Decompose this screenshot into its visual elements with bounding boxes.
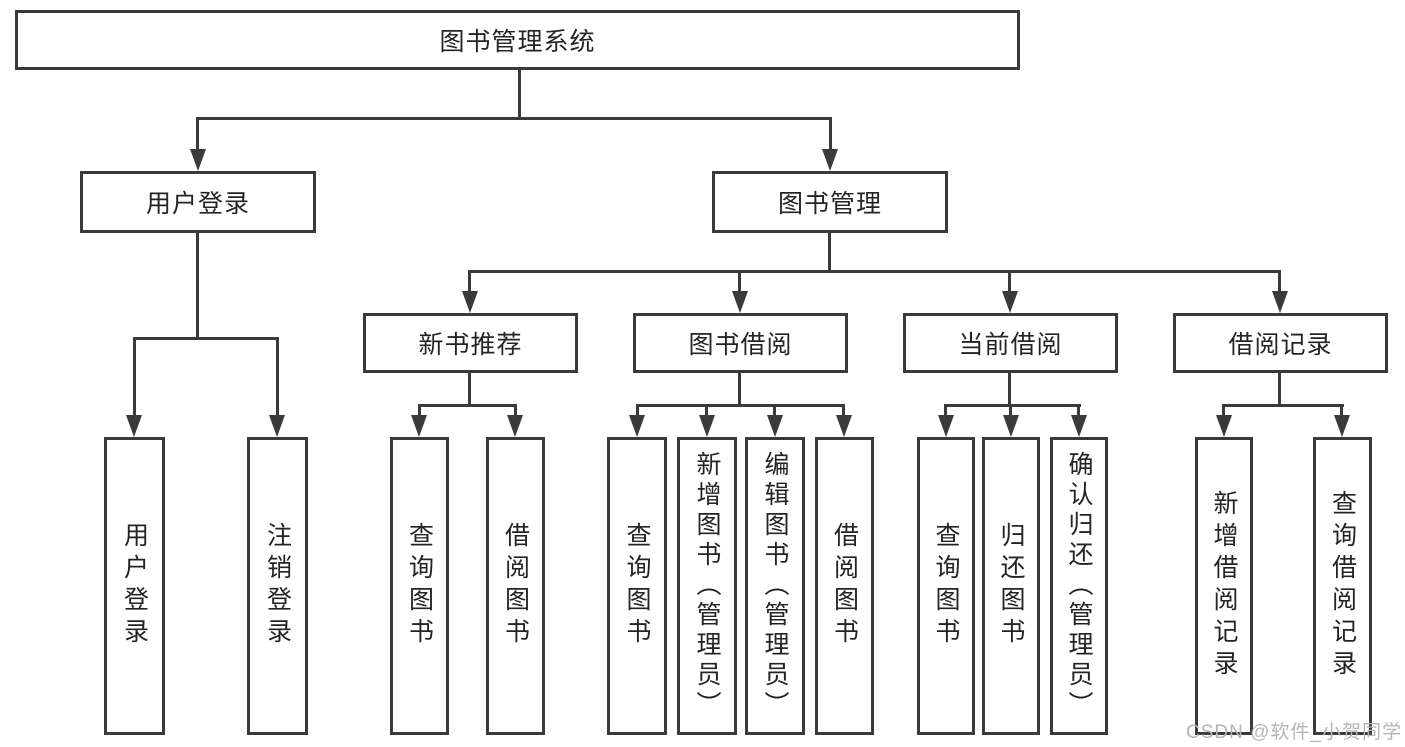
connector-line (133, 337, 136, 421)
leaf-logout-login: 注销登录 (247, 437, 308, 735)
node-new-book-recommendation: 新书推荐 (363, 313, 578, 373)
arrow-down-icon (1216, 415, 1232, 437)
leaf-query-books-borrow: 查询图书 (607, 437, 667, 735)
connector-line (829, 117, 832, 155)
connector-line (1278, 373, 1281, 407)
arrow-down-icon (836, 415, 852, 437)
connector-line (418, 404, 517, 407)
connector-line (196, 117, 832, 120)
arrow-down-icon (629, 415, 645, 437)
node-borrowing-records: 借阅记录 (1173, 313, 1388, 373)
watermark-text: CSDN @软件_小贺同学 (1186, 722, 1402, 743)
connector-line (1008, 270, 1011, 297)
connector-line (514, 404, 517, 421)
connector-line (945, 404, 1081, 407)
arrow-down-icon (1003, 415, 1019, 437)
node-user-login: 用户登录 (80, 171, 316, 233)
leaf-user-login: 用户登录 (104, 437, 165, 735)
arrow-down-icon (507, 415, 523, 437)
arrow-down-icon (269, 415, 285, 437)
arrow-down-icon (411, 415, 427, 437)
connector-line (636, 404, 639, 421)
leaf-query-books-current: 查询图书 (917, 437, 975, 735)
connector-line (468, 270, 1281, 273)
node-book-management: 图书管理 (712, 171, 948, 233)
connector-line (828, 233, 831, 273)
leaf-query-borrow-record: 查询借阅记录 (1313, 437, 1372, 735)
connector-line (636, 404, 845, 407)
connector-line (1223, 404, 1344, 407)
connector-line (1340, 404, 1343, 421)
arrow-down-icon (938, 415, 954, 437)
arrow-down-icon (1002, 291, 1018, 313)
connector-line (705, 404, 708, 421)
node-root: 图书管理系统 (15, 10, 1020, 70)
node-current-borrowing: 当前借阅 (903, 313, 1118, 373)
connector-line (738, 270, 741, 297)
connector-line (468, 373, 471, 407)
connector-line (1278, 270, 1281, 297)
connector-line (468, 270, 471, 297)
connector-line (518, 70, 521, 120)
leaf-add-borrow-record: 新增借阅记录 (1195, 437, 1253, 735)
connector-line (1008, 373, 1011, 407)
connector-line (133, 337, 279, 340)
arrow-down-icon (767, 415, 783, 437)
connector-line (1222, 404, 1225, 421)
connector-line (944, 404, 947, 421)
connector-line (1077, 404, 1080, 421)
arrow-down-icon (699, 415, 715, 437)
arrow-down-icon (462, 291, 478, 313)
leaf-add-books-admin: 新增图书（管理员） (677, 437, 737, 735)
leaf-confirm-return-admin: 确认归还（管理员） (1050, 437, 1108, 735)
connector-line (276, 337, 279, 421)
connector-line (196, 233, 199, 340)
node-book-borrowing: 图书借阅 (633, 313, 848, 373)
connector-line (842, 404, 845, 421)
arrow-down-icon (1272, 291, 1288, 313)
leaf-borrow-books-borrow: 借阅图书 (815, 437, 874, 735)
arrow-down-icon (1334, 415, 1350, 437)
leaf-query-books-recommend: 查询图书 (390, 437, 449, 735)
arrow-down-icon (126, 415, 142, 437)
arrow-down-icon (822, 149, 838, 171)
connector-line (773, 404, 776, 421)
leaf-edit-books-admin: 编辑图书（管理员） (745, 437, 805, 735)
arrow-down-icon (1071, 415, 1087, 437)
connector-line (1009, 404, 1012, 421)
connector-line (196, 117, 199, 155)
leaf-borrow-books-recommend: 借阅图书 (486, 437, 545, 735)
leaf-return-books: 归还图书 (982, 437, 1040, 735)
connector-line (418, 404, 421, 421)
connector-line (738, 373, 741, 407)
arrow-down-icon (190, 149, 206, 171)
arrow-down-icon (732, 291, 748, 313)
